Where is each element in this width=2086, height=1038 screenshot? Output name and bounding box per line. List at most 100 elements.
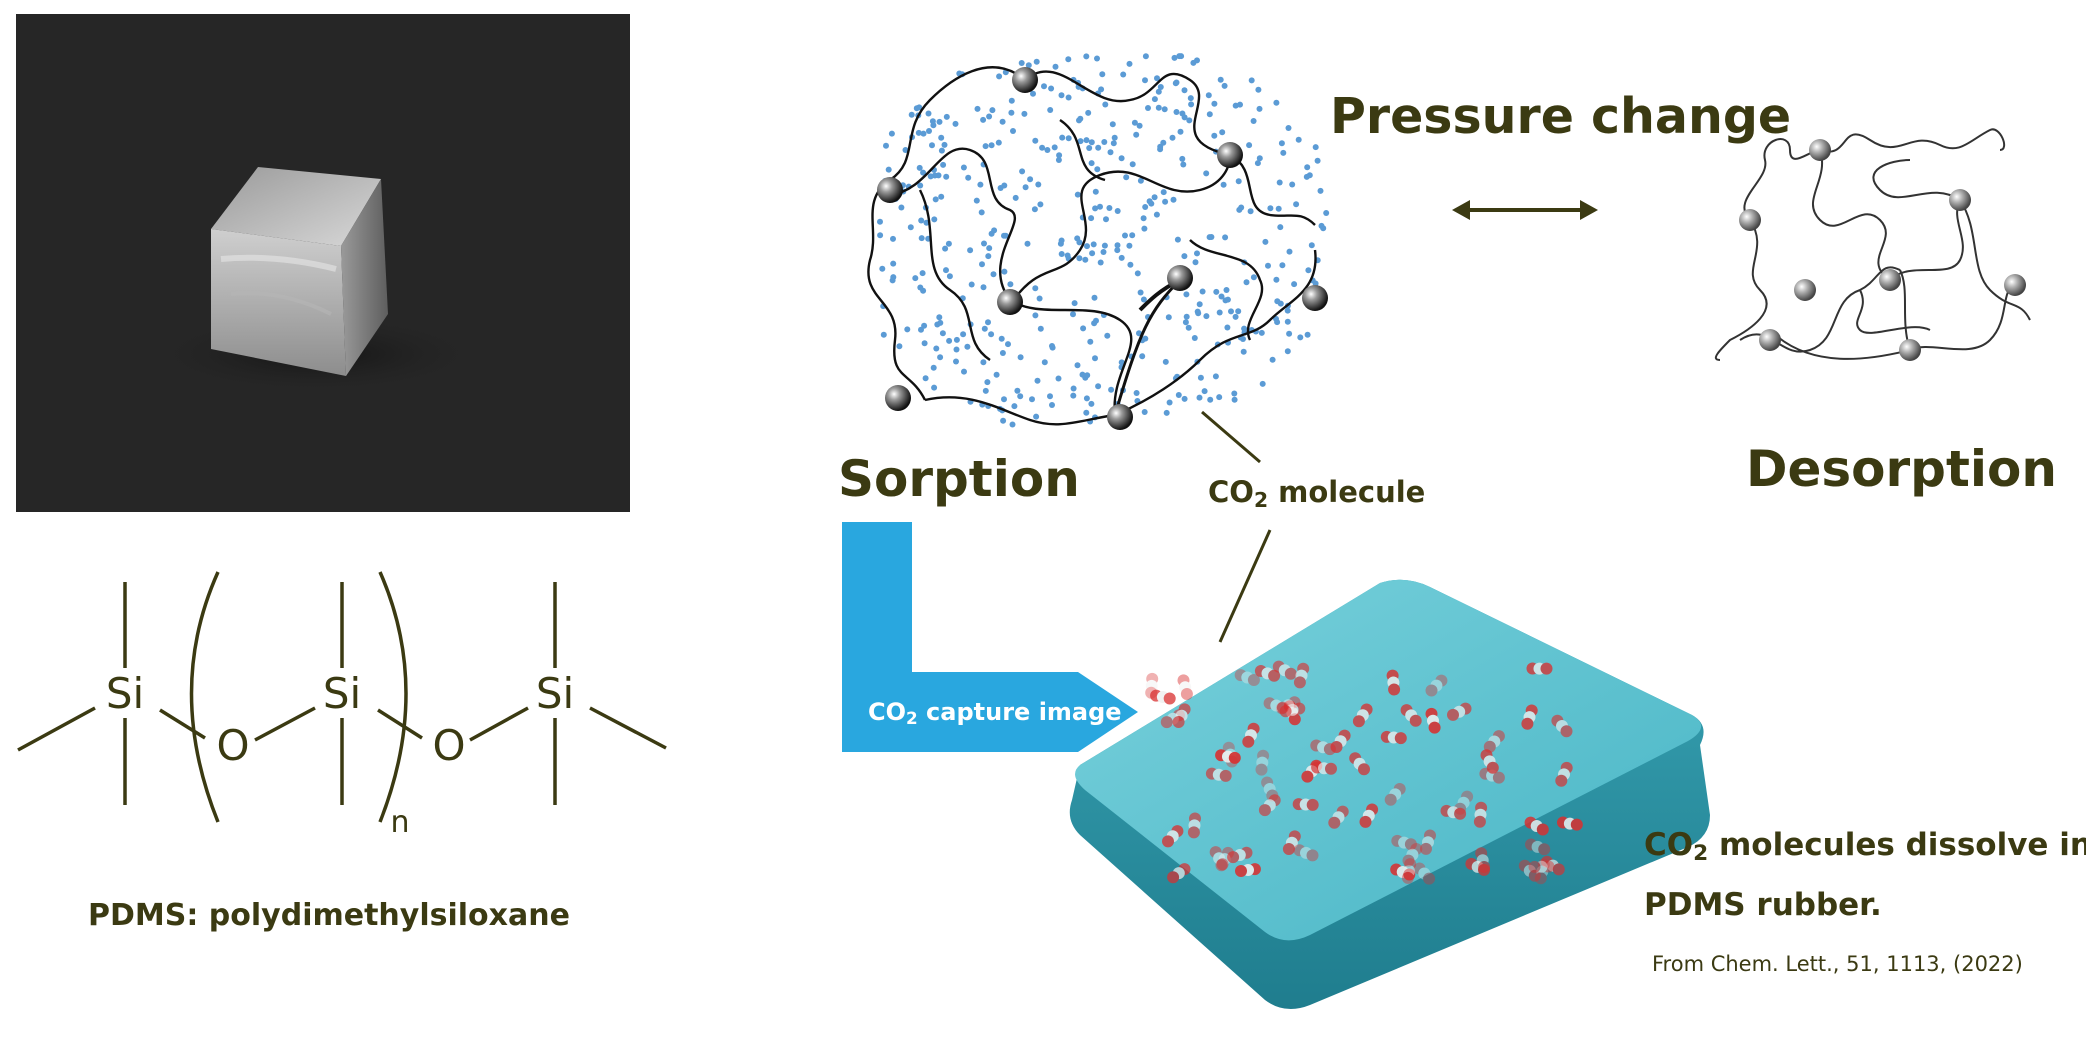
co2-dot — [1041, 83, 1047, 90]
co2-dot — [1275, 205, 1282, 212]
co2-dot — [1049, 402, 1055, 408]
co2-molecule — [1177, 674, 1193, 700]
co2-dot — [1276, 179, 1283, 186]
co2-dot — [1058, 92, 1065, 99]
co2-dot — [1114, 247, 1121, 254]
co2-dot — [1273, 99, 1280, 106]
co2-dot — [1176, 53, 1183, 60]
co2-molecule — [1172, 703, 1191, 728]
co2-dot — [1137, 289, 1144, 296]
co2-dot — [917, 284, 924, 291]
co2-molecule — [1524, 816, 1549, 836]
co2-dot — [1009, 421, 1016, 428]
co2-dot — [1151, 194, 1158, 201]
co2-dot — [1083, 409, 1090, 416]
co2-molecule — [1209, 846, 1229, 871]
co2-dot — [918, 235, 925, 242]
co2-dot — [1286, 248, 1293, 255]
co2-dot — [1146, 198, 1153, 205]
co2-dot — [1289, 181, 1296, 188]
co2-dot — [1320, 225, 1327, 232]
co2-dot — [918, 217, 925, 224]
co2-dot — [1160, 189, 1167, 196]
co2-dot — [985, 319, 991, 326]
co2-dot — [1029, 396, 1035, 403]
co2-dot — [1154, 75, 1160, 82]
citation: From Chem. Lett., 51, 1113, (2022) — [1652, 952, 2023, 976]
co2-dot — [1070, 385, 1077, 392]
co2-molecule — [1541, 855, 1565, 876]
co2-dot — [1179, 155, 1186, 162]
co2-dot — [1058, 237, 1065, 244]
co2-dot — [1064, 252, 1071, 259]
co2-dot — [960, 331, 967, 338]
co2-dot — [986, 113, 993, 120]
co2-dot — [1035, 181, 1042, 188]
co2-dot — [1182, 319, 1189, 326]
co2-dot — [1170, 196, 1177, 203]
co2-dot — [1032, 137, 1039, 144]
sorption-network — [867, 53, 1330, 430]
co2-molecule — [1380, 730, 1407, 745]
co2-dot — [1083, 137, 1090, 144]
co2-dot — [1065, 94, 1072, 101]
co2-dot — [1155, 104, 1162, 111]
co2-molecule — [1551, 714, 1573, 738]
co2-dot — [1094, 166, 1101, 173]
co2-dot — [1098, 86, 1105, 93]
co2-dot — [1203, 313, 1210, 320]
co2-dot — [953, 358, 959, 365]
co2-dot — [1142, 53, 1149, 60]
co2-dot — [926, 128, 932, 134]
co2-dot — [1083, 53, 1090, 60]
co2-dot — [1297, 334, 1304, 341]
co2-dot — [877, 218, 883, 225]
co2-dot — [1082, 256, 1089, 263]
co2-dot — [1093, 317, 1099, 324]
co2-dot — [1162, 198, 1169, 205]
co2-dot — [912, 275, 919, 282]
co2-dot — [1051, 144, 1058, 151]
co2-dot — [1142, 335, 1149, 342]
co2-dot — [979, 261, 985, 268]
co2-dot — [1091, 294, 1098, 301]
pdms-block-image — [146, 167, 486, 394]
co2-dot — [1092, 205, 1099, 212]
co2-dot — [999, 118, 1006, 125]
co2-dot — [883, 142, 889, 149]
co2-molecule — [1555, 761, 1573, 787]
co2-dot — [1059, 134, 1066, 141]
co2-dot — [953, 336, 960, 343]
co2-dot — [1052, 63, 1059, 70]
co2-dot — [985, 253, 992, 260]
left-bracket — [189, 571, 220, 823]
co2-dot — [981, 240, 987, 247]
desorption-network — [1714, 128, 2031, 361]
co2-dot — [1140, 296, 1147, 303]
co2-dot — [989, 107, 996, 114]
co2-dot — [1240, 336, 1246, 342]
co2-dot — [1097, 259, 1104, 266]
co2-dot — [1084, 243, 1090, 250]
co2-molecule — [1205, 767, 1232, 782]
repeat-n: n — [390, 805, 409, 840]
co2-dot — [1197, 374, 1204, 381]
co2-dot — [1187, 95, 1194, 102]
co2-dot — [1188, 101, 1195, 108]
bond — [589, 706, 667, 750]
co2-dot — [1032, 285, 1039, 292]
co2-molecule — [1384, 783, 1406, 806]
co2-molecule — [1402, 843, 1423, 867]
co2-dot — [1001, 182, 1008, 189]
co2-molecule — [1526, 662, 1553, 675]
co2-dot — [1047, 393, 1053, 400]
co2-dot — [1255, 86, 1262, 93]
co2-dot — [1279, 262, 1286, 269]
co2-dot — [1133, 131, 1140, 138]
co2-dot — [1312, 280, 1319, 287]
co2-dot — [1019, 168, 1026, 175]
co2-dot — [1025, 62, 1032, 69]
co2-molecule — [1279, 702, 1306, 718]
co2-molecule — [1234, 669, 1260, 686]
co2-molecule — [1425, 707, 1441, 734]
